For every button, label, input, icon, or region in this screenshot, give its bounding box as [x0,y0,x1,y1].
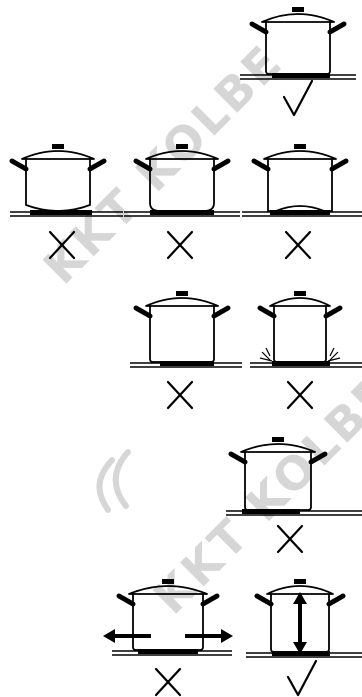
watermark-swirl-icon [99,452,128,510]
cross-mark-icon [156,669,180,695]
heat-escape-icon [260,348,340,361]
tall-pot-correct-height-pot-icon [246,579,362,657]
checkmark-icon [288,661,316,695]
width-arrows-icon [103,629,233,643]
checkmark-icon [284,81,312,115]
watermark: KKT KOLBE KKT KOLBE [33,34,362,624]
watermark-text-bottom: KKT KOLBE [143,364,362,624]
small-pot-with-heat-escape-pot-icon [250,291,362,367]
cross-mark-icon [278,526,302,552]
concave-base-pot-icon [242,144,362,216]
cross-mark-icon [168,382,192,408]
height-arrow-icon [293,592,307,654]
cross-mark-icon [288,382,312,408]
cross-mark-icon [168,232,192,258]
off-center-pot-pot-icon [130,291,242,367]
cross-mark-icon [286,232,310,258]
